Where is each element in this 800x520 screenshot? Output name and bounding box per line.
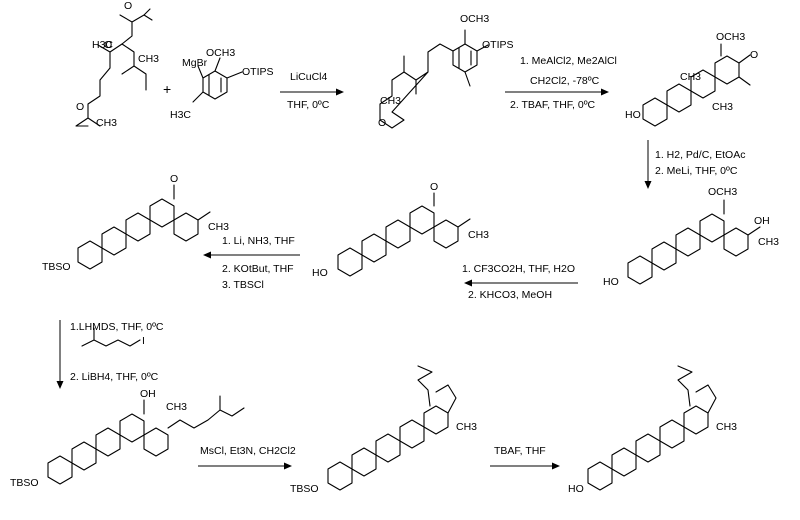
step-5-line-3: 3. TBSCl: [222, 279, 264, 291]
label-ch3-epoxide: CH3: [96, 117, 117, 129]
compound-alkylated-alcohol: OH TBSO CH3: [10, 388, 245, 489]
label-h3c-2: H3C: [170, 109, 191, 121]
compound-aryl-grignard: MgBr OCH3 OTIPS H3C: [170, 47, 274, 121]
label-o-epoxide-3: O: [378, 117, 386, 129]
step-4-line-1: 1. CF3CO2H, THF, H2O: [462, 263, 575, 275]
label-tbso-8: TBSO: [10, 477, 39, 489]
label-ch3-7: CH3: [208, 221, 229, 233]
compound-tbs-ketone: O TBSO CH3: [42, 173, 229, 273]
label-ch3-9: CH3: [456, 421, 477, 433]
arrow-step-6: [56, 320, 64, 389]
label-och3-2: OCH3: [206, 47, 235, 59]
step-3-line-2: 2. MeLi, THF, 0ºC: [655, 165, 738, 177]
step-1-line-2: THF, 0ºC: [287, 99, 330, 111]
step-2-line-2: CH2Cl2, -78ºC: [530, 75, 600, 87]
label-ch3-10: CH3: [716, 421, 737, 433]
step-5-line-1: 1. Li, NH3, THF: [222, 235, 295, 247]
label-o-epoxide-1: O: [76, 101, 84, 113]
label-o-ketone-6: O: [430, 181, 438, 193]
label-mgbr: MgBr: [182, 57, 208, 69]
label-h3c-1: H3C: [92, 39, 113, 51]
step-7-line-1: MsCl, Et3N, CH2Cl2: [200, 445, 296, 457]
compound-tetracyclic-enone: OCH3 O HO CH3 CH3: [625, 31, 758, 127]
arrow-step-3: [644, 140, 652, 189]
step-6-line-1: 1.LHMDS, THF, 0ºC: [70, 321, 164, 333]
label-o-enone-4: O: [750, 49, 758, 61]
arrow-step-7: [198, 462, 292, 470]
label-och3-4: OCH3: [716, 31, 745, 43]
label-ch3-6: CH3: [468, 229, 489, 241]
label-otips-2: OTIPS: [242, 66, 274, 78]
label-o-carbonyl: O: [124, 0, 132, 12]
compound-lupeol: HO CH3: [568, 365, 737, 495]
arrow-step-8: [490, 462, 560, 470]
label-otips-3: OTIPS: [482, 39, 514, 51]
compound-tbs-lupene: TBSO CH3: [290, 365, 477, 495]
step-4-line-2: 2. KHCO3, MeOH: [468, 289, 552, 301]
arrow-step-1: [280, 88, 344, 96]
label-ch3-1: CH3: [138, 53, 159, 65]
compound-pentacyclic-ketone: O HO CH3: [312, 181, 489, 279]
label-o-acetate: O: [104, 39, 112, 51]
label-ch3-8: CH3: [166, 401, 187, 413]
label-iodide: I: [142, 335, 145, 347]
label-ho-10: HO: [568, 483, 584, 495]
compound-epoxy-acetate: H3C CH3 O O O CH3: [75, 0, 159, 129]
compound-coupled-epoxide: OCH3 OTIPS CH3 O: [378, 13, 514, 129]
label-och3-5: OCH3: [708, 186, 737, 198]
plus-sign: +: [163, 81, 171, 97]
label-tbso-7: TBSO: [42, 261, 71, 273]
step-2-line-1: 1. MeAlCl2, Me2AlCl: [520, 55, 617, 67]
label-ch3-4a: CH3: [680, 71, 701, 83]
step-8-line-1: TBAF, THF: [494, 445, 546, 457]
step-2-line-3: 2. TBAF, THF, 0ºC: [510, 99, 596, 111]
label-o-ketone-7: O: [170, 173, 178, 185]
label-ch3-5: CH3: [758, 236, 779, 248]
arrow-step-2: [505, 88, 609, 96]
label-ch3-3: CH3: [380, 95, 401, 107]
arrow-step-5: [203, 251, 300, 259]
step-1-line-1: LiCuCl4: [290, 71, 328, 83]
label-tbso-9: TBSO: [290, 483, 319, 495]
label-ho-4: HO: [625, 109, 641, 121]
step-3-line-1: 1. H2, Pd/C, EtOAc: [655, 149, 745, 161]
label-oh-8: OH: [140, 388, 156, 400]
compound-methyl-carbinol: OCH3 OH HO CH3: [603, 186, 779, 288]
label-ho-6: HO: [312, 267, 328, 279]
label-ho-5: HO: [603, 276, 619, 288]
step-6-line-2: 2. LiBH4, THF, 0ºC: [70, 371, 159, 383]
homoprenyl-iodide-drawing: [81, 327, 141, 347]
label-oh-5: OH: [754, 215, 770, 227]
label-ch3-4b: CH3: [712, 101, 733, 113]
label-och3-3: OCH3: [460, 13, 489, 25]
arrow-step-4: [464, 279, 578, 287]
step-5-line-2: 2. KOtBut, THF: [222, 263, 294, 275]
